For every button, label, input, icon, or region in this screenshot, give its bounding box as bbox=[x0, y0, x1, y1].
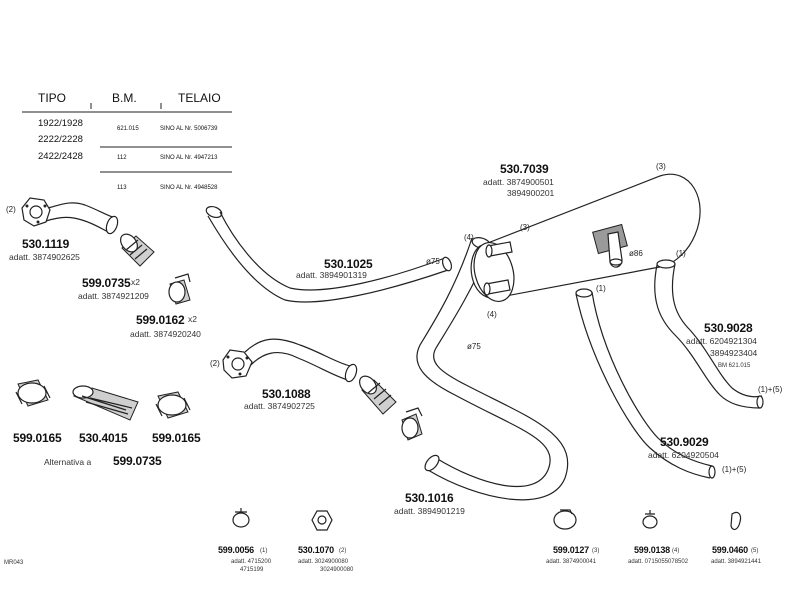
table-cell-telaio: SINO AL Nr. 4947213 bbox=[160, 155, 218, 161]
clamp-530-1088 bbox=[401, 407, 423, 441]
clamp-599-0162 bbox=[168, 273, 191, 305]
part-adatt-599-0162: adatt. 3874920240 bbox=[130, 329, 201, 339]
part-code-599-0138: 599.0138 bbox=[634, 545, 670, 555]
part-adatt-530-1070: adatt. 3024900080 bbox=[298, 559, 349, 565]
pipe-530-9028 bbox=[654, 259, 764, 409]
alt-flex-pipe bbox=[72, 385, 139, 421]
table-cell-telaio: SINO AL Nr. 4948528 bbox=[160, 185, 218, 191]
part-qty-599-0162: x2 bbox=[188, 314, 197, 324]
part-code-530-7039: 530.7039 bbox=[500, 162, 549, 176]
alternative-part-code: 599.0735 bbox=[113, 454, 162, 468]
part-adatt-530-7039-alt: 3894900201 bbox=[507, 188, 555, 198]
part-adatt-530-1025: adatt. 3894901319 bbox=[296, 270, 367, 280]
hanger-599-0460 bbox=[730, 511, 742, 531]
part-code-599-0165-left: 599.0165 bbox=[13, 431, 62, 445]
part-code-530-1025: 530.1025 bbox=[324, 257, 373, 271]
part-adatt-599-0735: adatt. 3874921209 bbox=[78, 291, 149, 301]
callout-599-0127: (3) bbox=[592, 548, 600, 554]
part-adatt-530-7039: adatt. 3874900501 bbox=[483, 177, 554, 187]
diameter-530-1025: ø75 bbox=[426, 257, 440, 266]
table-cell-tipo: 2422/2428 bbox=[38, 151, 83, 162]
spec-table-lines bbox=[22, 103, 232, 173]
table-cell-bm: 113 bbox=[117, 185, 127, 191]
part-code-599-0735: 599.0735 bbox=[82, 276, 131, 290]
clamp-599-0138 bbox=[642, 510, 658, 529]
sleeve-530-1088 bbox=[359, 375, 397, 415]
part-code-599-0165-right: 599.0165 bbox=[152, 431, 201, 445]
callout-530-1088: (2) bbox=[210, 359, 220, 368]
table-cell-tipo: 1922/1928 bbox=[38, 118, 83, 129]
part-code-530-1119: 530.1119 bbox=[22, 237, 70, 251]
table-header-tipo: TIPO bbox=[38, 91, 67, 105]
part-code-599-0127: 599.0127 bbox=[553, 545, 589, 555]
part-adatt-530-9029: adatt. 6204920504 bbox=[648, 450, 719, 460]
muffler-530-7039 bbox=[470, 173, 701, 302]
part-note-530-9028: BM 621.015 bbox=[718, 363, 751, 369]
callout-530-7039-inner: (3) bbox=[520, 223, 530, 232]
table-cell-bm: 112 bbox=[117, 155, 127, 161]
table-cell-tipo: 2222/2228 bbox=[38, 134, 83, 145]
part-code-530-4015: 530.4015 bbox=[79, 431, 128, 445]
table-header-bm: B.M. bbox=[112, 91, 137, 105]
callout-530-9028-end: (1)+(5) bbox=[758, 385, 783, 394]
part-code-599-0162: 599.0162 bbox=[136, 313, 185, 327]
part-adatt-599-0138: adatt. 0715055078502 bbox=[628, 559, 689, 565]
part-code-530-9029: 530.9029 bbox=[660, 435, 709, 449]
pipe-530-1119 bbox=[21, 197, 119, 235]
diameter-530-1016: ø75 bbox=[467, 342, 481, 351]
pipe-530-1025 bbox=[205, 205, 453, 303]
part-adatt-530-1016: adatt. 3894901219 bbox=[394, 506, 465, 516]
part-code-599-0056: 599.0056 bbox=[218, 545, 254, 555]
callout-599-0056: (1) bbox=[260, 548, 268, 554]
alt-clamp-left bbox=[15, 379, 51, 407]
part-code-530-1088: 530.1088 bbox=[262, 387, 311, 401]
part-adatt-530-9028: adatt. 6204921304 bbox=[686, 336, 757, 346]
pipe-530-9029 bbox=[575, 288, 716, 479]
part-code-599-0460: 599.0460 bbox=[712, 545, 748, 555]
part-adatt-530-1070-alt: 3024900080 bbox=[320, 567, 354, 573]
alternative-label: Alternativa a bbox=[44, 457, 92, 467]
part-adatt-530-1119: adatt. 3874902625 bbox=[9, 252, 80, 262]
callout-530-1070: (2) bbox=[339, 548, 347, 554]
table-header-telaio: TELAIO bbox=[178, 91, 221, 105]
part-code-530-1070: 530.1070 bbox=[298, 545, 334, 555]
part-adatt-599-0127: adatt. 3874900041 bbox=[546, 559, 597, 565]
part-adatt-530-1088: adatt. 3874902725 bbox=[244, 401, 315, 411]
alt-clamp-right bbox=[155, 391, 191, 419]
part-code-530-9028: 530.9028 bbox=[704, 321, 753, 335]
pipe-530-1088 bbox=[222, 338, 358, 383]
callout-530-9029-end: (1)+(5) bbox=[722, 465, 747, 474]
callout-530-9029-top: (1) bbox=[596, 284, 606, 293]
gasket-530-1070 bbox=[311, 510, 333, 531]
callout-530-7039-top: (3) bbox=[656, 162, 666, 171]
part-code-530-1016: 530.1016 bbox=[405, 491, 454, 505]
part-adatt-599-0056-alt: 4715199 bbox=[240, 567, 264, 573]
table-cell-bm: 621.015 bbox=[117, 126, 139, 132]
clip-599-0056 bbox=[232, 508, 250, 528]
diagram-reference: MR043 bbox=[4, 560, 24, 566]
sleeve-599-0735 bbox=[120, 233, 155, 267]
callout-599-0460: (5) bbox=[751, 548, 759, 554]
table-cell-telaio: SINO AL Nr. 5006739 bbox=[160, 126, 218, 132]
callout-599-0138: (4) bbox=[672, 548, 680, 554]
part-adatt-599-0460: adatt. 3894921441 bbox=[711, 559, 762, 565]
callout-530-7039-left: (4) bbox=[464, 233, 474, 242]
callout-530-9028-top: (1) bbox=[676, 249, 686, 258]
part-qty-599-0735: x2 bbox=[131, 277, 140, 287]
clamp-599-0127 bbox=[553, 509, 577, 530]
diameter-530-7039: ø86 bbox=[629, 249, 643, 258]
part-adatt-530-9028-alt: 3894923404 bbox=[710, 348, 758, 358]
callout-530-1016: (4) bbox=[487, 310, 497, 319]
part-adatt-599-0056: adatt. 4715200 bbox=[231, 559, 272, 565]
callout-530-1119: (2) bbox=[6, 205, 16, 214]
